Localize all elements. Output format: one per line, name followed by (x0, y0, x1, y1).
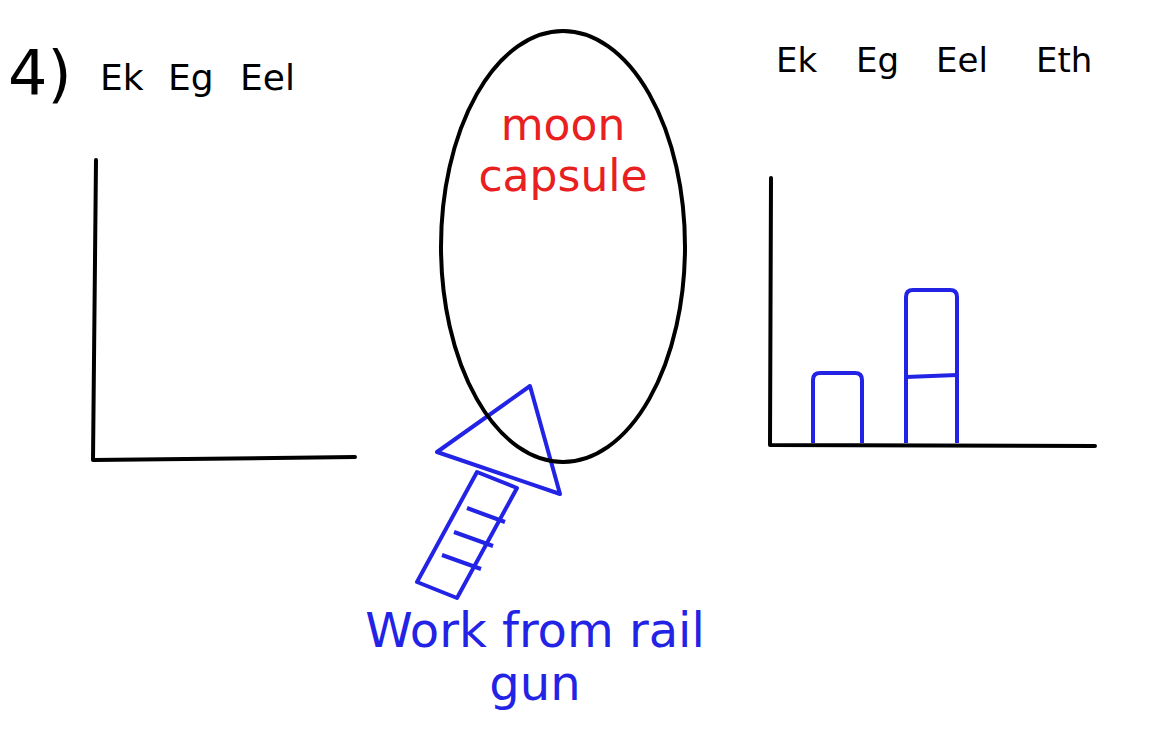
kinetic-bar (813, 373, 862, 443)
energy-flow-label: Work from rail gun (360, 604, 710, 710)
circle-outline-shape (441, 31, 685, 462)
axis-label: Eel (240, 58, 295, 98)
axis-label: Ek (776, 42, 817, 79)
gravitational-bar (906, 290, 957, 443)
axis-label: Eel (936, 42, 988, 79)
circle-outline (438, 28, 688, 465)
right-axes (770, 178, 1095, 446)
axis-label: Eg (856, 42, 899, 79)
axis-label: Eth (1036, 42, 1092, 79)
arrow-head (437, 386, 560, 494)
node-label: moon capsule (468, 100, 658, 201)
axis-label: Ek (100, 58, 144, 98)
axis-label: Eg (168, 58, 214, 98)
question-number: 4) (8, 40, 72, 108)
arrow-segments (442, 508, 505, 569)
left-axes (93, 160, 355, 460)
capsule-circle: moon capsule (438, 28, 688, 465)
bar-divider (906, 375, 957, 377)
arrow-shaft (417, 472, 517, 598)
